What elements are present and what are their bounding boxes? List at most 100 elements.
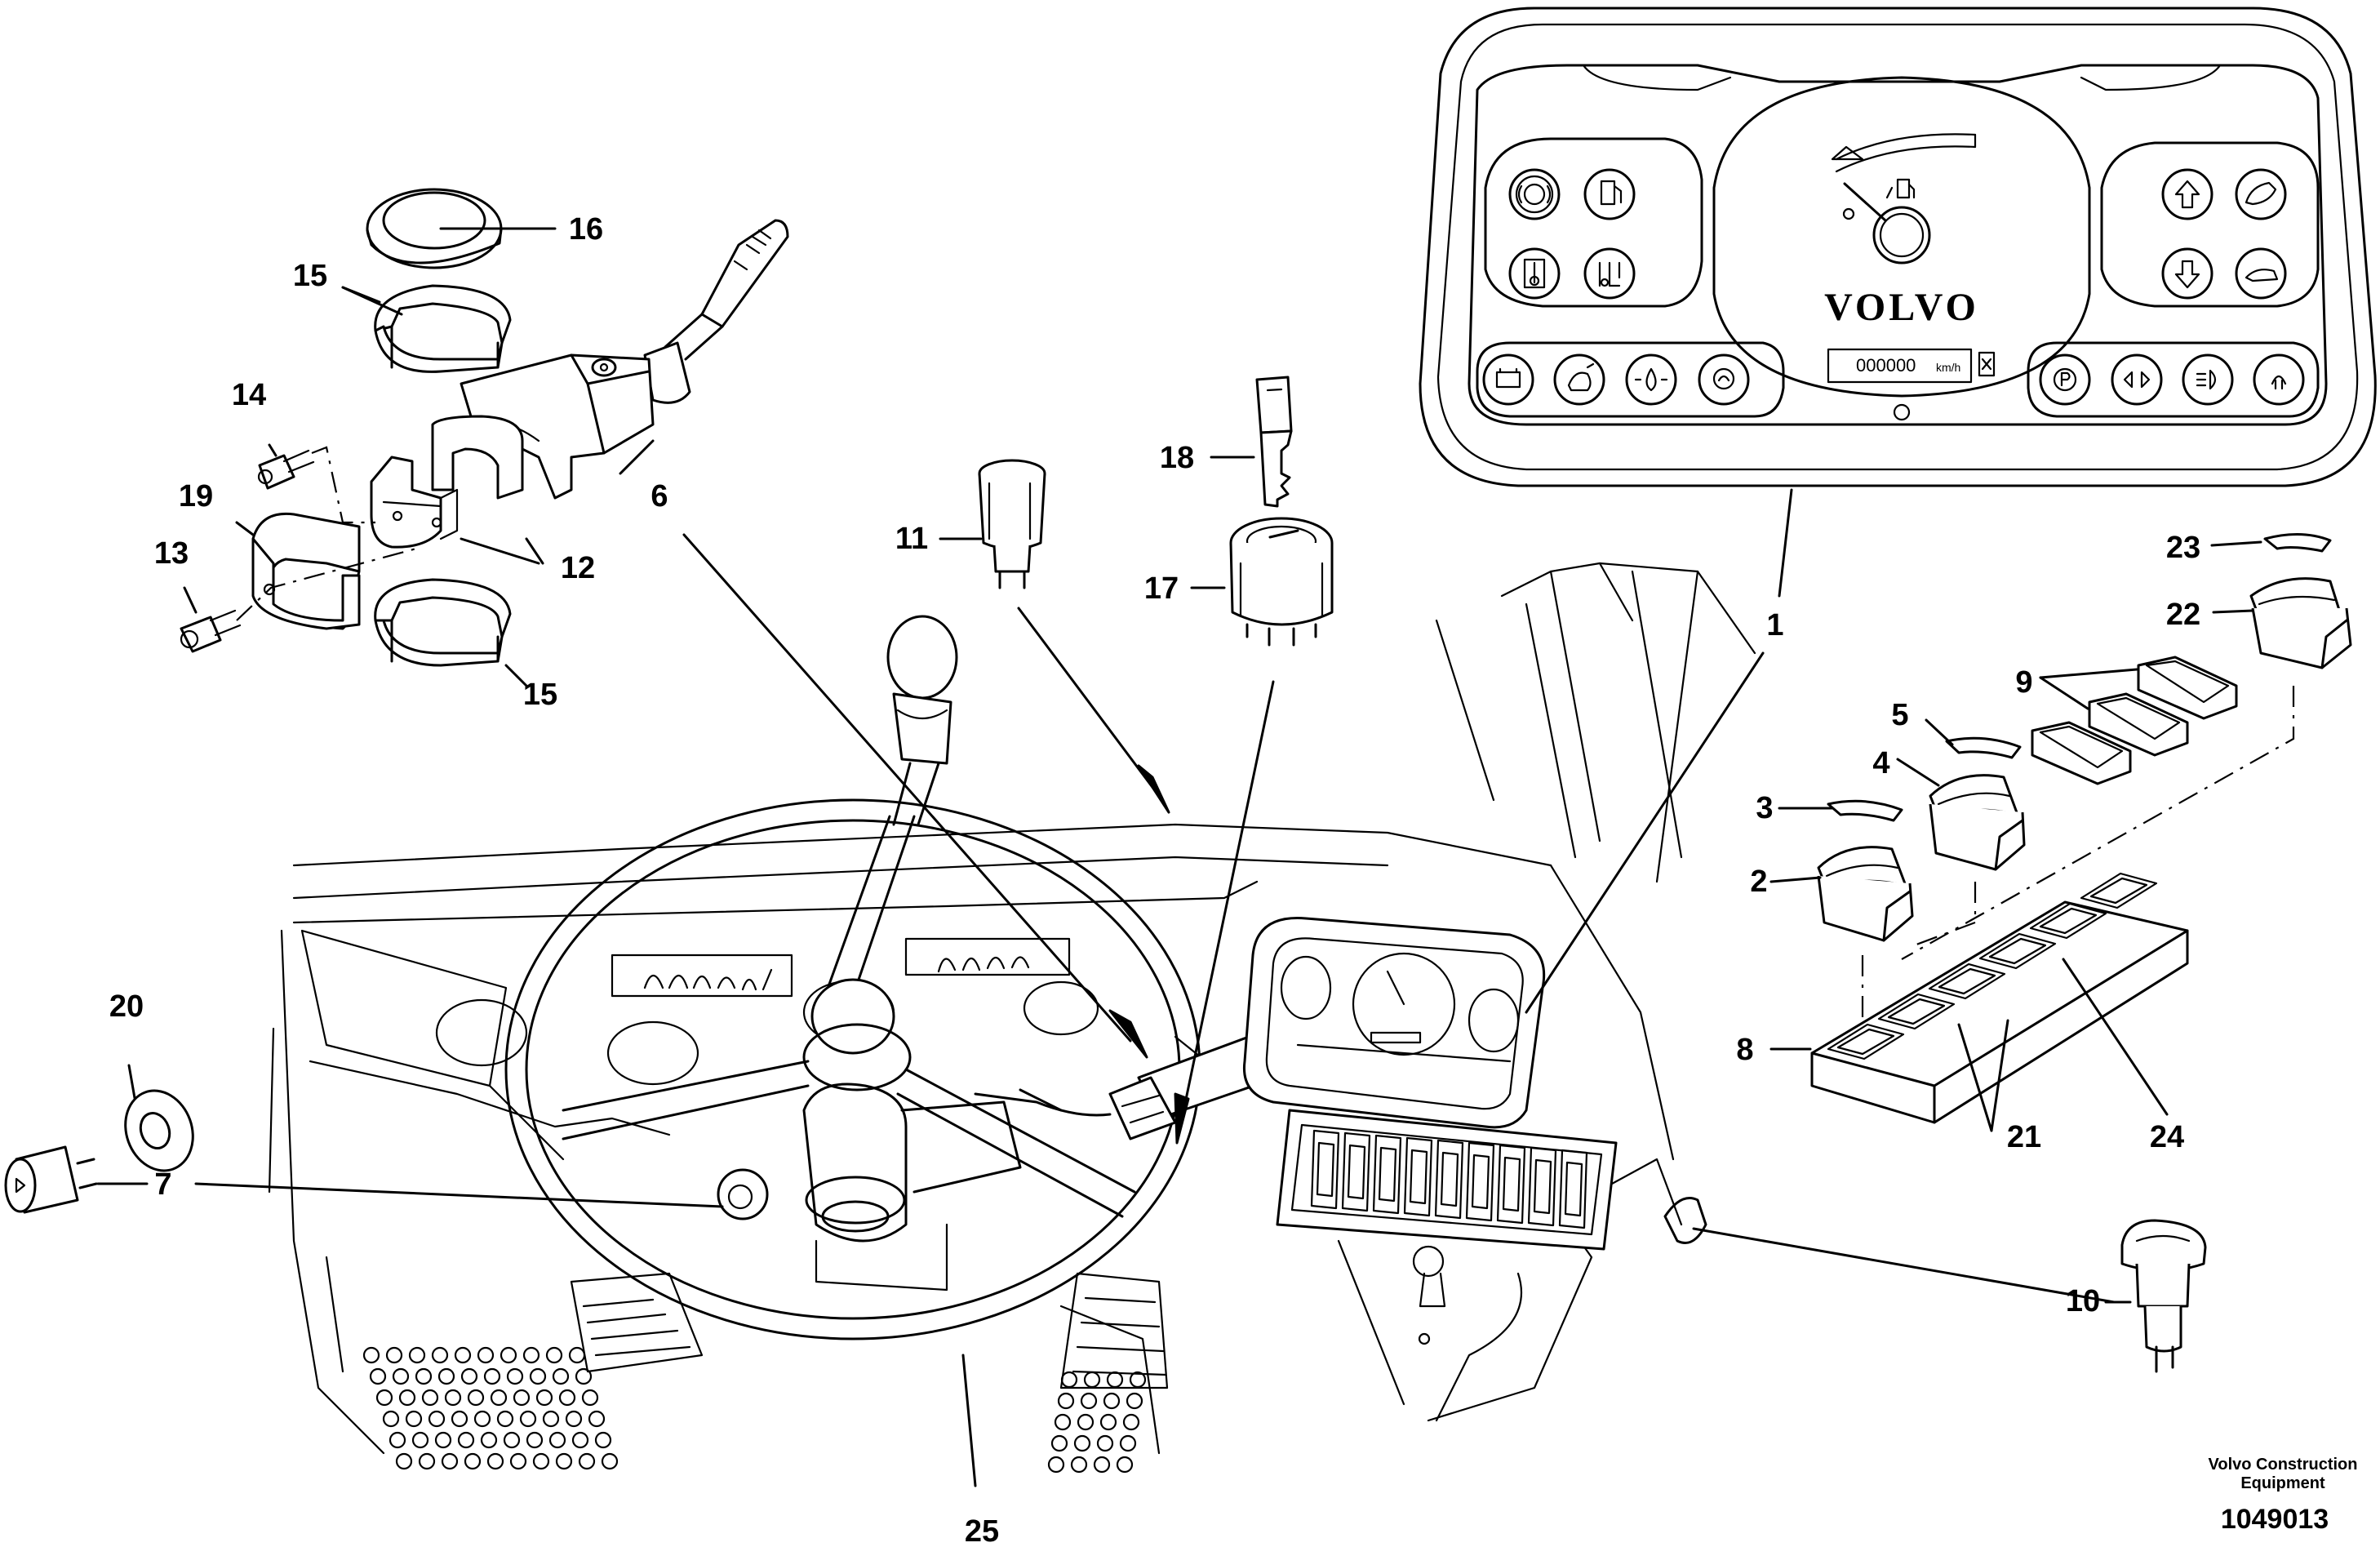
dash-switch-rocker <box>1440 1151 1459 1207</box>
panel-slot-inner <box>1938 967 1996 995</box>
part-12-clamp <box>370 415 524 549</box>
callout-4: 4 <box>1872 746 1889 780</box>
floor-mat-hole <box>382 1410 400 1428</box>
bottom-left-lamp-row <box>1476 341 1785 418</box>
floor-mat-hole <box>477 1346 495 1364</box>
floor-mat-hole <box>457 1431 475 1449</box>
oil-pressure-icon <box>1634 367 1668 392</box>
floor-mat-hole <box>454 1346 472 1364</box>
callout-2: 2 <box>1750 865 1767 899</box>
floor-mat-hole <box>1077 1413 1095 1431</box>
steering-wheel <box>504 615 1201 1340</box>
dash-switch-slot <box>1434 1139 1464 1220</box>
floor-mat-hole <box>389 1431 406 1449</box>
floor-mat-hole <box>1054 1413 1072 1431</box>
callout-21: 21 <box>2007 1120 2041 1154</box>
callout-16: 16 <box>569 212 603 247</box>
coolant-temp-icon <box>1598 261 1621 287</box>
floor-mat-hole <box>385 1346 403 1364</box>
floor-mat-hole <box>506 1367 524 1385</box>
floor-mat-hole <box>1106 1371 1124 1389</box>
floor-mat-hole <box>578 1452 596 1470</box>
floor-mat-hole <box>1103 1392 1121 1410</box>
panel-slot <box>1978 932 2057 970</box>
air-vent-left <box>611 954 793 998</box>
floor-mat-hole <box>526 1431 544 1449</box>
floor-mat-hole <box>451 1410 468 1428</box>
pedal-left <box>570 1272 704 1373</box>
floor-mat-hole <box>1119 1434 1137 1452</box>
part-16-ring <box>366 188 503 269</box>
callout-14: 14 <box>232 378 266 412</box>
dash-switch-rocker <box>1316 1141 1335 1198</box>
assembly-line-4 <box>1909 882 1977 949</box>
odometer-display: 000000 km/h <box>1827 348 1996 384</box>
floor-mat-hole <box>405 1410 423 1428</box>
floor-mat-hole <box>588 1410 606 1428</box>
brake-warning-icon <box>1517 183 1552 206</box>
floor-mat-hole <box>545 1346 563 1364</box>
callout-labels: 1 2 3 4 5 6 7 8 9 10 11 12 13 14 15 15 1… <box>109 212 2200 1549</box>
turn-signal-icon <box>2123 371 2151 389</box>
callout-8: 8 <box>1736 1033 1753 1067</box>
floor-mat-hole <box>1099 1413 1117 1431</box>
mounted-lever <box>974 1032 1291 1140</box>
part-4-switch <box>1929 774 2026 871</box>
floor-mat-hole <box>441 1452 459 1470</box>
floor-mat-left <box>362 1346 619 1470</box>
odometer-value: 000000 <box>1856 355 1916 376</box>
floor-mat-hole <box>490 1389 508 1407</box>
part-13-screw <box>180 609 242 653</box>
floor-mat-hole <box>594 1431 612 1449</box>
high-beam-icon <box>2271 375 2287 390</box>
dash-switch-slot <box>1558 1149 1588 1229</box>
panel-slot <box>2029 902 2107 940</box>
floor-mat-hole <box>558 1389 576 1407</box>
footer-credit: Volvo Construction Equipment 1049013 <box>2209 1456 2358 1535</box>
floor-mat-hole <box>509 1452 527 1470</box>
dash-switch-rocker <box>1533 1158 1552 1215</box>
brand-logo: VOLVO <box>1824 286 1979 329</box>
hydraulic-temp-icon <box>1523 258 1546 289</box>
dash-switch-rocker <box>1564 1161 1583 1217</box>
floor-mat-right <box>1047 1371 1147 1474</box>
fuel-warning-icon <box>1600 180 1623 206</box>
part-7-switch <box>4 1145 98 1214</box>
callout-12: 12 <box>561 551 595 585</box>
dash-switch-slot <box>1341 1131 1371 1212</box>
dash-switch-slot <box>1310 1129 1340 1210</box>
floor-mat-hole <box>500 1346 517 1364</box>
dash-switch-slot <box>1465 1141 1495 1222</box>
parking-brake-icon <box>2053 367 2077 392</box>
floor-mat-hole <box>1070 1456 1088 1474</box>
panel-slot-inner <box>1836 1028 1895 1056</box>
credit-line-1: Volvo Construction <box>2209 1456 2358 1474</box>
assembly-line-13 <box>236 547 417 621</box>
callout-13: 13 <box>154 536 189 571</box>
callout-18: 18 <box>1160 441 1194 475</box>
floor-mat-hole <box>392 1367 410 1385</box>
left-indicator-pod <box>1484 137 1703 308</box>
document-number: 1049013 <box>2221 1504 2329 1535</box>
panel-slot-inner <box>2089 877 2148 905</box>
part-5-lens <box>1945 736 2022 759</box>
dash-switch-rocker <box>1409 1149 1428 1205</box>
center-gauge-pod: VOLVO 000000 km/h <box>1712 76 2091 421</box>
instrument-panel-detail: VOLVO 000000 km/h <box>1419 7 2377 487</box>
part-18-key <box>1255 376 1293 508</box>
panel-slot <box>1827 1023 1905 1060</box>
floor-mat-hole <box>460 1367 478 1385</box>
floor-mat-hole <box>431 1346 449 1364</box>
preheat-icon <box>1712 367 1735 390</box>
fuel-gauge <box>1831 133 1977 265</box>
floor-mat-hole <box>1073 1434 1091 1452</box>
panel-slot <box>2080 872 2158 909</box>
callout-5: 5 <box>1891 698 1908 732</box>
part-22-switch <box>2249 577 2352 669</box>
floor-mat-hole <box>503 1431 521 1449</box>
right-indicator-pod <box>2100 141 2320 308</box>
dash-switch-slot <box>1372 1134 1402 1215</box>
installed-switch-row <box>1276 1109 1618 1251</box>
dash-switch-rocker <box>1502 1156 1521 1212</box>
part-8-switch-panel <box>1810 872 2189 1124</box>
